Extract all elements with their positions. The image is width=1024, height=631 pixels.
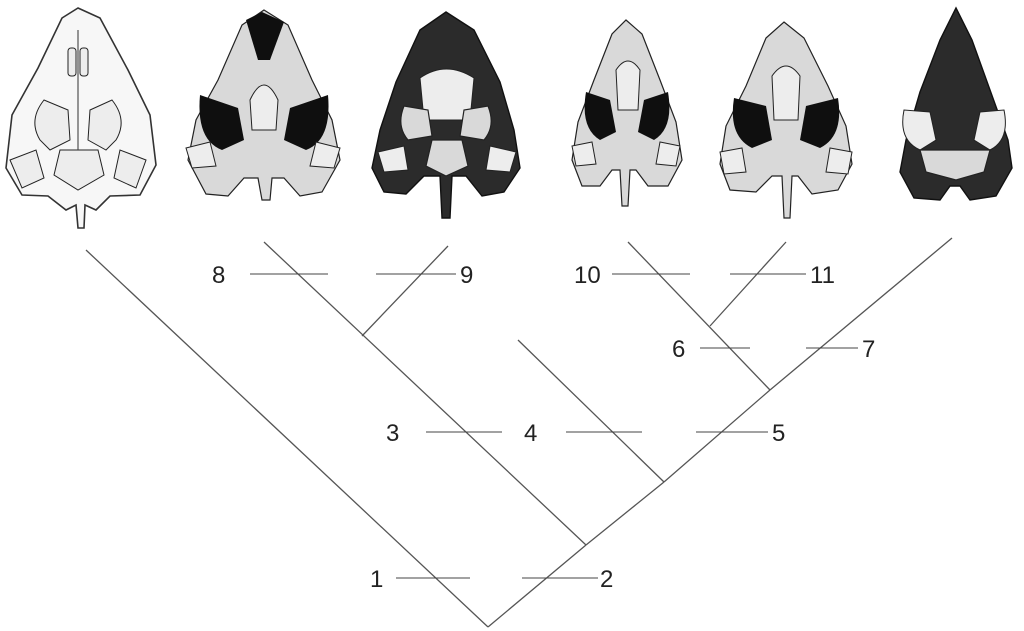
- node-labels: 1 2 3 4 5 6 7 8 9 10 11: [212, 262, 875, 593]
- label-7: 7: [862, 336, 875, 363]
- branch-node6-right: [710, 242, 786, 326]
- branch-node2-right: [586, 482, 664, 545]
- skull-6-dark: [900, 8, 1012, 200]
- branch-root-left: [86, 250, 488, 627]
- branch-node4-right: [664, 390, 770, 482]
- character-ticks: [250, 274, 858, 578]
- label-2: 2: [600, 566, 613, 593]
- cladogram-branches: [86, 238, 952, 627]
- skull-3-shaded: [372, 12, 520, 218]
- skull-4-shaded: [572, 20, 682, 206]
- skull-2-shaded: [186, 10, 340, 200]
- label-5: 5: [772, 420, 785, 447]
- label-10: 10: [574, 262, 601, 289]
- label-8: 8: [212, 262, 225, 289]
- branch-root-right: [488, 545, 586, 627]
- label-9: 9: [460, 262, 473, 289]
- label-4: 4: [524, 420, 537, 447]
- label-6: 6: [672, 336, 685, 363]
- branch-node4-left: [518, 340, 664, 482]
- label-1: 1: [370, 566, 383, 593]
- skull-1-line-drawing: [6, 8, 156, 228]
- label-11: 11: [810, 262, 835, 289]
- branch-node5-right: [770, 238, 952, 390]
- branch-node5-left: [628, 242, 770, 390]
- branch-node2-left: [264, 242, 586, 545]
- branch-node3-right: [362, 246, 448, 336]
- label-3: 3: [386, 420, 399, 447]
- skull-5-shaded: [720, 22, 852, 218]
